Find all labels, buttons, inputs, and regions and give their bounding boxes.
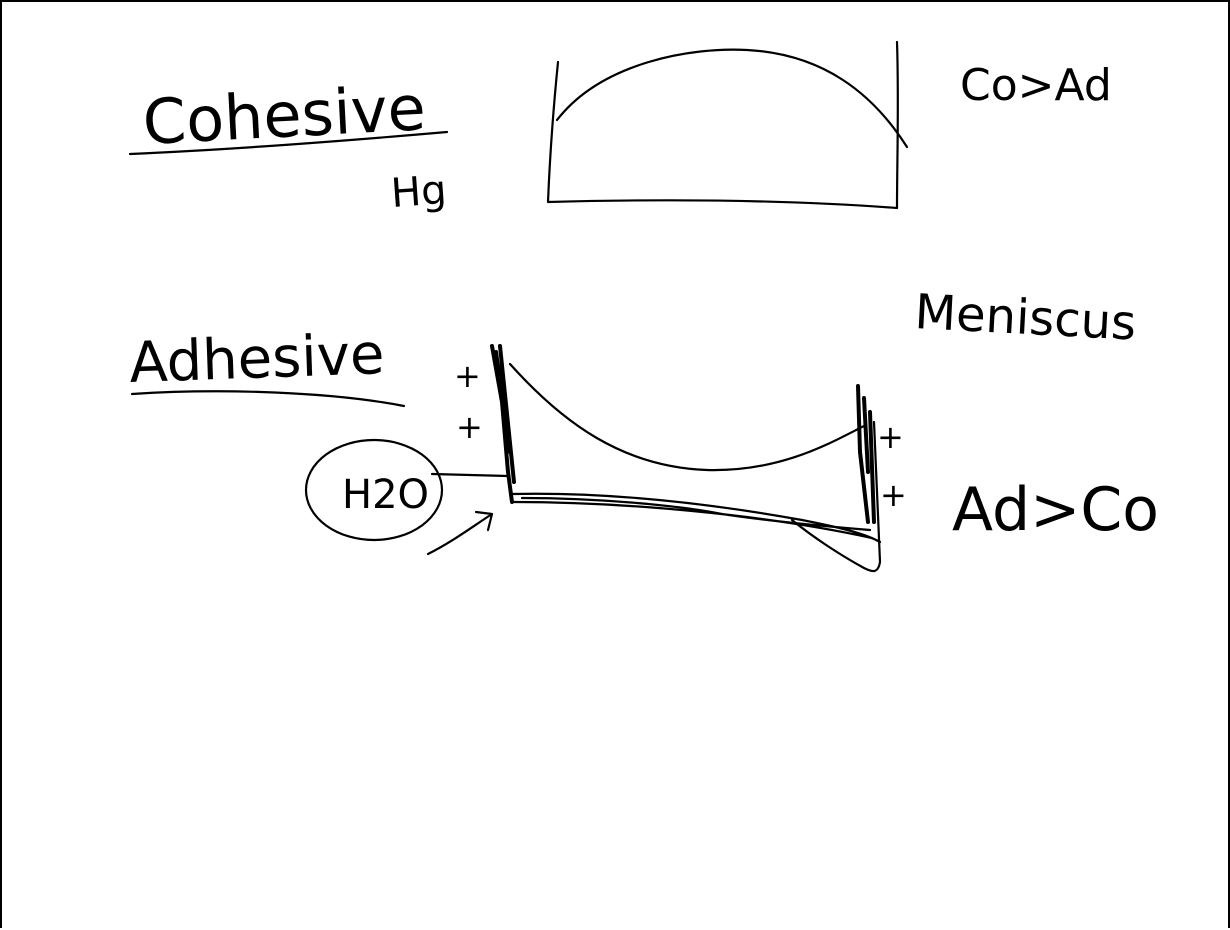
cohesion-relation: Co>Ad xyxy=(960,60,1112,111)
adhesive-container-right-wall xyxy=(856,384,876,524)
adhesive-container-left-wall xyxy=(490,344,516,504)
concave-meniscus xyxy=(508,362,866,472)
cohesive-container xyxy=(546,40,899,210)
water-leader-line xyxy=(430,472,510,478)
charge-mark-left-top: + xyxy=(454,357,481,395)
water-circle xyxy=(304,438,444,542)
cohesive-underline xyxy=(128,130,449,156)
adhesion-relation: Ad>Co xyxy=(952,475,1159,545)
adhesive-underline xyxy=(130,390,406,408)
convex-meniscus xyxy=(555,48,909,149)
adhesive-container-right-outer xyxy=(790,420,882,573)
charge-mark-right-bottom: + xyxy=(880,476,907,514)
meniscus-label: Meniscus xyxy=(913,284,1137,352)
water-label: H2O xyxy=(342,472,429,518)
adhesive-label: Adhesive xyxy=(128,322,385,396)
water-pointer-arrow xyxy=(426,510,494,556)
charge-mark-left-bottom: + xyxy=(456,408,483,446)
hg-label: Hg xyxy=(389,167,448,217)
charge-mark-right-top: + xyxy=(877,418,904,456)
adhesive-container-bottom xyxy=(510,492,882,544)
